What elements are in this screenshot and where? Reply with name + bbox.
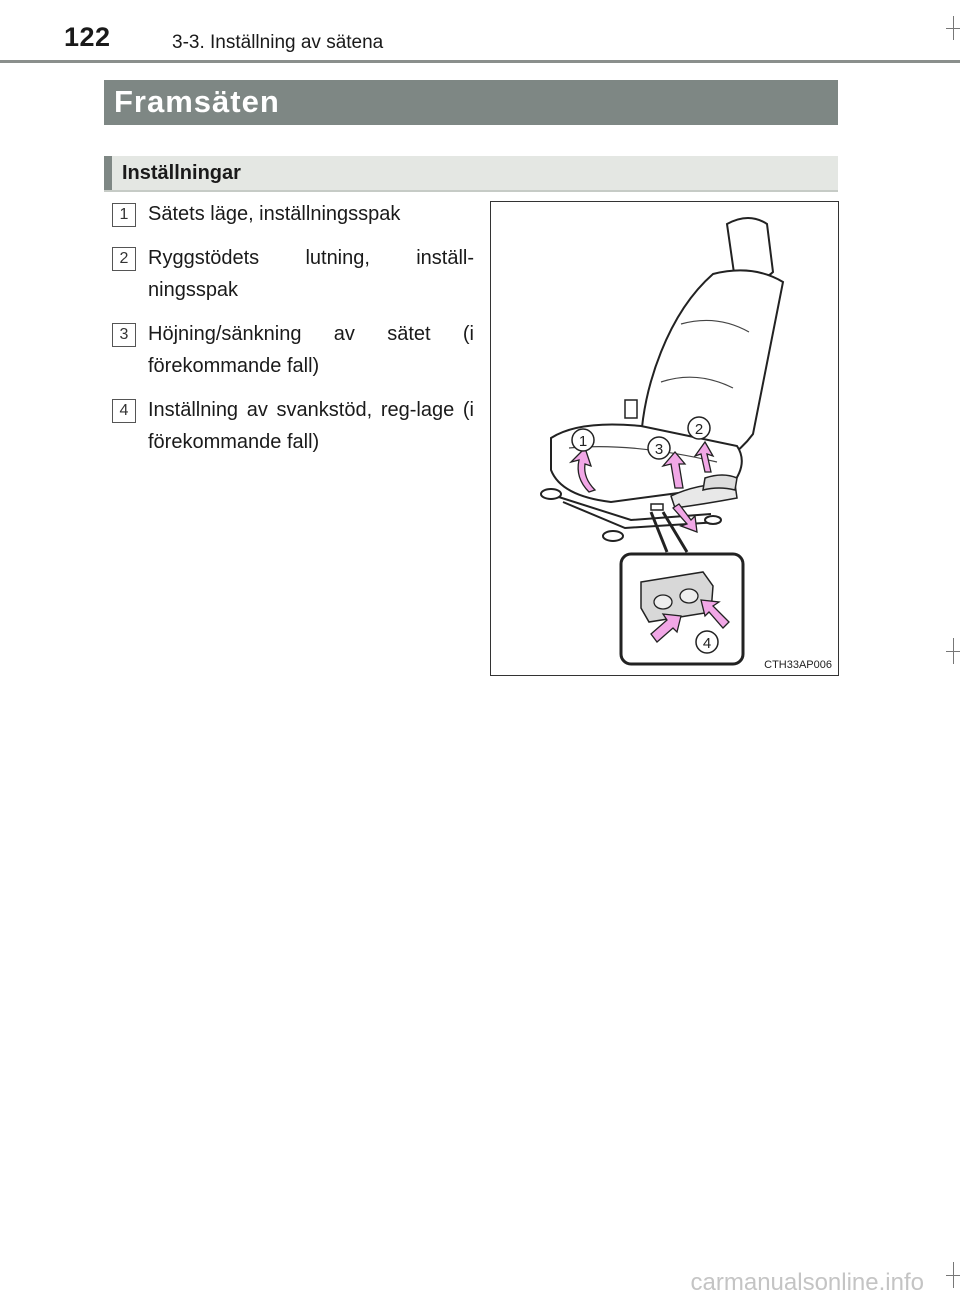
lumbar-switch — [650, 503, 664, 511]
header-divider — [0, 60, 960, 63]
callout-2-circle — [687, 416, 711, 440]
callout-2-label: 2 — [695, 421, 703, 438]
seat-drawing: 1 3 2 4 — [540, 217, 785, 666]
crop-mark-mid-right-v — [953, 638, 954, 664]
backrest-seam — [660, 376, 734, 389]
inset-leader — [649, 511, 669, 553]
rail-foot — [704, 515, 722, 525]
section-banner: Framsäten — [104, 80, 838, 125]
list-item: 1 Sätets läge, inställningsspak — [112, 198, 474, 230]
item-text: Inställning av svankstöd, reg-lage (i fö… — [148, 399, 474, 453]
item-text: Sätets läge, inställningsspak — [148, 203, 401, 225]
callout-3-circle — [647, 436, 671, 460]
rail-foot — [602, 530, 624, 542]
list-item: 2 Ryggstödets lutning, inställ-ningsspak — [112, 242, 474, 306]
item-number-badge: 3 — [112, 323, 136, 347]
subsection-title: Inställningar — [122, 162, 241, 184]
subsection-accent — [104, 156, 112, 190]
crop-mark-top-right-v — [953, 16, 954, 40]
arrow-4 — [700, 599, 730, 629]
list-item: 3 Höjning/sänkning av sätet (i förekomma… — [112, 318, 474, 382]
chapter-title: 3-3. Inställning av sätena — [172, 32, 384, 53]
lumbar-button — [679, 588, 699, 604]
lumbar-button — [653, 594, 673, 610]
arrow-3-down — [672, 503, 698, 533]
callout-1-circle — [571, 428, 595, 452]
backrest-seam — [680, 319, 750, 333]
page-number: 122 — [64, 22, 111, 52]
item-text: Ryggstödets lutning, inställ-ningsspak — [148, 247, 474, 301]
inset-leader — [661, 511, 689, 553]
callout-3-label: 3 — [655, 441, 663, 458]
seatbelt-buckle — [624, 399, 638, 419]
item-number-badge: 1 — [112, 203, 136, 227]
list-item: 4 Inställning av svankstöd, reg-lage (i … — [112, 394, 474, 458]
callout-1-label: 1 — [579, 433, 587, 450]
recline-lever — [702, 474, 738, 492]
item-text: Höjning/sänkning av sätet (i förekommand… — [148, 323, 474, 377]
watermark: carmanualsonline.info — [690, 1269, 924, 1296]
callout-4-circle — [695, 630, 719, 654]
section-title: Framsäten — [114, 84, 280, 119]
item-number-badge: 4 — [112, 399, 136, 423]
rail-foot — [540, 488, 562, 500]
side-lever — [670, 483, 738, 509]
arrow-4 — [650, 613, 682, 643]
callout-4-label: 4 — [703, 635, 711, 652]
subsection-bar: Inställningar — [104, 156, 838, 192]
figure-code: CTH33AP006 — [764, 659, 832, 671]
item-number-badge: 2 — [112, 247, 136, 271]
crop-mark-bottom-right-v — [953, 1262, 954, 1288]
adjustment-list: 1 Sätets läge, inställningsspak 2 Ryggst… — [112, 198, 474, 470]
arrow-3 — [661, 450, 687, 489]
arrow-2 — [693, 440, 715, 473]
arrow-1 — [568, 446, 597, 493]
cushion-shape — [550, 423, 743, 504]
seat-illustration: 1 3 2 4 CTH33AP006 — [490, 201, 839, 676]
